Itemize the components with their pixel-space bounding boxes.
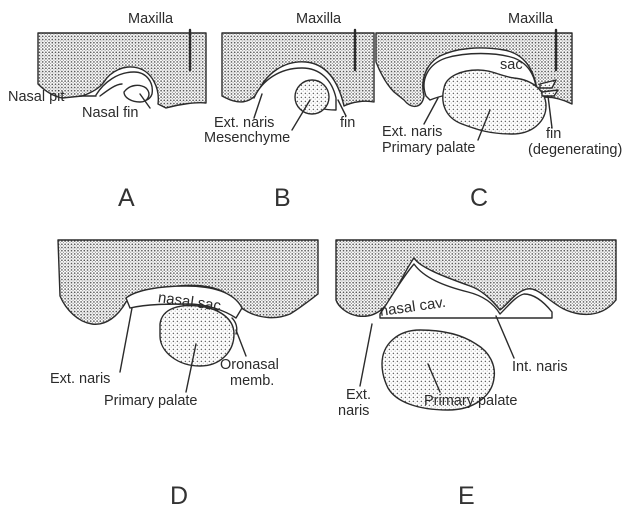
panel-e-drawing xyxy=(336,240,616,410)
panel-d-letter: D xyxy=(170,484,188,509)
panel-c-label-sac: sac xyxy=(500,58,523,74)
panel-c-label-maxilla: Maxilla xyxy=(508,12,553,28)
panel-a-nasal-fin xyxy=(124,85,149,102)
panel-c-leader-ext-naris xyxy=(424,98,438,124)
panel-c-label-fin-note: (degenerating) xyxy=(528,143,622,159)
panel-c-label-fin: fin xyxy=(546,127,561,143)
panel-d-leader-oronasal xyxy=(236,330,246,356)
panel-d-label-oronasal-1: Oronasal xyxy=(220,358,279,374)
panel-d-label-ext-naris: Ext. naris xyxy=(50,372,110,388)
panel-a-letter: A xyxy=(118,186,135,211)
panel-d-label-oronasal-2: memb. xyxy=(230,374,274,390)
panel-b-letter: B xyxy=(274,186,291,211)
panel-e-label-ext-naris-1: Ext. xyxy=(346,388,371,404)
panel-e-label-primary-palate: Primary palate xyxy=(424,394,517,410)
panel-e-label-int-naris: Int. naris xyxy=(512,360,568,376)
panel-b-label-mesenchyme: Mesenchyme xyxy=(204,131,290,147)
panel-d-label-primary-palate: Primary palate xyxy=(104,394,197,410)
panel-b-label-maxilla: Maxilla xyxy=(296,12,341,28)
panel-a-label-nasal-fin: Nasal fin xyxy=(82,106,138,122)
panel-c-label-ext-naris: Ext. naris xyxy=(382,125,442,141)
panel-d-drawing xyxy=(58,240,318,392)
panel-c-letter: C xyxy=(470,186,488,211)
panel-a-label-maxilla: Maxilla xyxy=(128,12,173,28)
panel-a-label-nasal-pit: Nasal pit xyxy=(8,90,64,106)
panel-e-leader-ext-naris xyxy=(360,324,372,386)
panel-b-mesenchyme xyxy=(295,80,329,114)
panel-e-leader-int-naris xyxy=(496,316,514,358)
panel-e-label-ext-naris-2: naris xyxy=(338,404,369,420)
panel-c-leader-fin xyxy=(548,96,552,128)
panel-d-leader-ext-naris xyxy=(120,308,132,372)
panel-c-label-primary-palate: Primary palate xyxy=(382,141,475,157)
panel-b-label-fin: fin xyxy=(340,116,355,132)
panel-e-letter: E xyxy=(458,484,475,509)
